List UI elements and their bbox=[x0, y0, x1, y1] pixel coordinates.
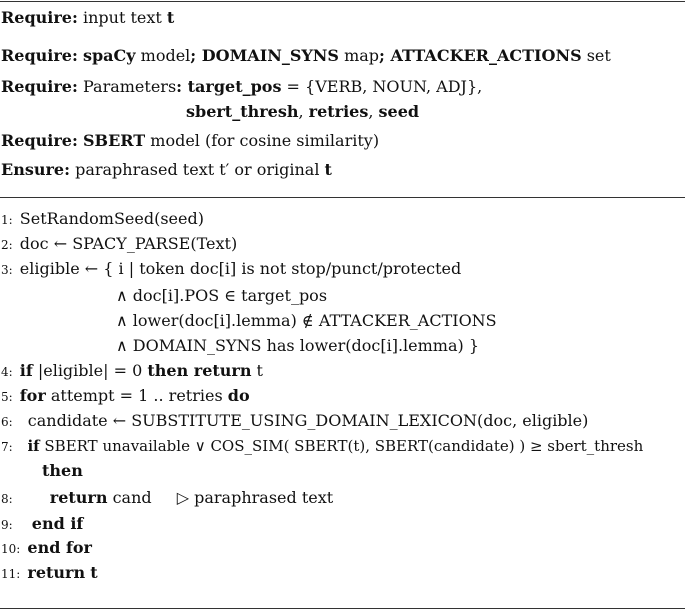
bottom-rule bbox=[0, 608, 685, 609]
algo-line-1: 1: SetRandomSeed(seed) bbox=[1, 209, 204, 228]
line-number: 1: bbox=[1, 213, 13, 227]
require-parameters-cont: sbert_thresh, retries, seed bbox=[186, 102, 420, 121]
line-number: 9: bbox=[1, 518, 13, 532]
require-models: Require: spaCy model; DOMAIN_SYNS map; A… bbox=[1, 46, 611, 65]
algo-line-10: 10: end for bbox=[1, 538, 92, 557]
line-number: 4: bbox=[1, 365, 13, 379]
require-input: Require: input text t bbox=[1, 8, 175, 27]
algo-line-3-cont-2: ∧ lower(doc[i].lemma) ∉ ATTACKER_ACTIONS bbox=[116, 311, 497, 330]
line-number: 10: bbox=[1, 542, 21, 556]
algo-line-9: 9: end if bbox=[1, 514, 84, 533]
algo-line-6: 6: candidate ← SUBSTITUTE_USING_DOMAIN_L… bbox=[1, 411, 589, 430]
line-number: 2: bbox=[1, 238, 13, 252]
line-number: 7: bbox=[1, 440, 13, 454]
require-keyword: Require: bbox=[1, 8, 78, 27]
algo-line-7: 7: if SBERT unavailable ∨ COS_SIM( SBERT… bbox=[1, 437, 644, 455]
algo-line-4: 4: if |eligible| = 0 then return t bbox=[1, 361, 263, 380]
line-number: 11: bbox=[1, 567, 21, 581]
comment: ▷ paraphrased text bbox=[176, 488, 334, 507]
line-number: 6: bbox=[1, 415, 13, 429]
require-keyword: Require: bbox=[1, 46, 78, 65]
algo-line-3: 3: eligible ← { i | token doc[i] is not … bbox=[1, 259, 462, 278]
require-keyword: Require: bbox=[1, 131, 78, 150]
require-keyword: Require: bbox=[1, 77, 78, 96]
algo-line-7-then: then bbox=[42, 461, 83, 480]
require-parameters: Require: Parameters: target_pos = {VERB,… bbox=[1, 77, 483, 96]
header-divider bbox=[0, 197, 685, 198]
line-number: 8: bbox=[1, 492, 13, 506]
algo-line-5: 5: for attempt = 1 .. retries do bbox=[1, 386, 250, 405]
algo-line-2: 2: doc ← SPACY_PARSE(Text) bbox=[1, 234, 238, 253]
require-sbert: Require: SBERT model (for cosine similar… bbox=[1, 131, 380, 150]
top-rule bbox=[0, 1, 685, 2]
line-number: 5: bbox=[1, 390, 13, 404]
algo-line-8: 8: return cand ▷ paraphrased text bbox=[1, 488, 334, 507]
algo-line-3-cont-1: ∧ doc[i].POS ∈ target_pos bbox=[116, 286, 328, 305]
algo-line-11: 11: return t bbox=[1, 563, 98, 582]
line-number: 3: bbox=[1, 263, 13, 277]
ensure-output: Ensure: paraphrased text t′ or original … bbox=[1, 160, 332, 179]
ensure-keyword: Ensure: bbox=[1, 160, 70, 179]
algo-line-3-cont-3: ∧ DOMAIN_SYNS has lower(doc[i].lemma) } bbox=[116, 336, 480, 355]
